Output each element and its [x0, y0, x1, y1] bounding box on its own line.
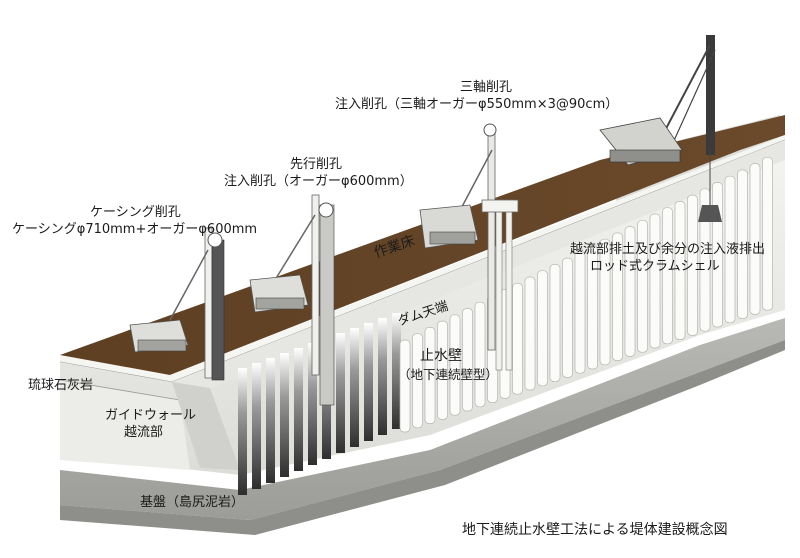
cutoff-column [724, 175, 736, 324]
cutoff-column [762, 156, 773, 311]
cutoff-column [424, 327, 436, 424]
cased-column [378, 318, 387, 435]
guide-wall-label: ガイドウォール [105, 408, 197, 423]
cutoff-column [749, 163, 761, 315]
cased-column [294, 348, 303, 471]
cutoff-column [574, 251, 586, 374]
cutoff-column [637, 219, 648, 353]
cutoff-column [462, 308, 473, 412]
cutoff-column [674, 201, 686, 340]
cased-column [392, 313, 401, 429]
pre-drill-title: 先行削孔 [290, 157, 343, 172]
cutoff-column [474, 301, 486, 408]
cutoff-column [699, 188, 711, 332]
cutoff-column [512, 282, 523, 395]
cutoff-column [537, 270, 548, 387]
cutoff-column [737, 169, 748, 319]
casing-detail: ケーシングφ710mm+オーガーφ600mm [12, 222, 258, 237]
pre-drill-detail: 注入削孔（オーガーφ600mm） [224, 174, 413, 189]
clamshell-crane [599, 35, 722, 222]
casing-rig [129, 227, 225, 381]
cutoff-column [399, 339, 411, 433]
cutoff-column [412, 333, 423, 429]
cased-column [238, 368, 247, 495]
cutoff-column [599, 238, 611, 366]
casing-title: ケーシング削孔 [90, 205, 181, 220]
cased-column [280, 353, 289, 477]
rod-clamshell-label: ロッド式クラムシェル [590, 259, 720, 274]
cutoff-column [612, 232, 623, 361]
triaxial-title: 三軸削孔 [460, 80, 513, 95]
cased-columns [238, 313, 401, 495]
cutoff-column [687, 194, 698, 336]
cutoff-column [649, 213, 661, 349]
cutoff-column [524, 276, 536, 391]
cutoff-column [549, 264, 561, 382]
cased-column [252, 363, 261, 489]
cutoff-column [449, 314, 461, 416]
cutoff-wall-label: 止水壁 [420, 348, 462, 364]
cased-column [350, 328, 359, 447]
overflow-part-label: 越流部 [124, 425, 164, 440]
cutoff-column [437, 320, 448, 420]
limestone-label: 琉球石灰岩 [28, 378, 94, 393]
cutoff-column [624, 226, 636, 357]
cased-column [308, 343, 317, 465]
triaxial-detail: 注入削孔（三軸オーガーφ550mm×3@90cm） [335, 97, 619, 112]
cutoff-wall-type-label: （地下連続壁型） [398, 367, 499, 382]
cutoff-column [662, 207, 673, 345]
cutoff-column [587, 245, 598, 370]
diagram-caption: 地下連続止水壁工法による堤体建設概念図 [462, 522, 728, 538]
cased-column [364, 323, 373, 441]
triaxial-rig [419, 123, 519, 371]
guide-wall-trench [172, 382, 240, 470]
cutoff-wall-columns [399, 156, 773, 433]
cased-column [266, 358, 275, 483]
overflow-discharge-label: 越流部排土及び余分の注入液排出 [570, 242, 766, 257]
bedrock-label: 基盤（島尻泥岩） [140, 495, 245, 510]
cutoff-column [562, 257, 573, 378]
cased-column [336, 333, 345, 453]
work-floor-deck [60, 115, 785, 375]
limestone-layer [60, 380, 190, 470]
bedrock-band [60, 318, 785, 520]
pre-drill-rig [249, 194, 335, 406]
